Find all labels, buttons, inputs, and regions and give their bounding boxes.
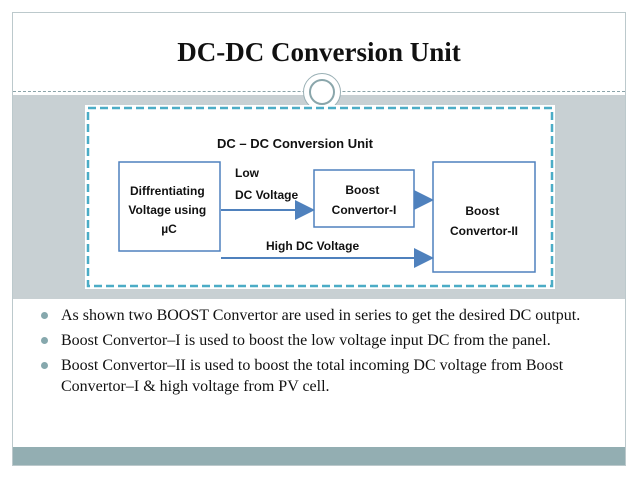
bullet-item: Boost Convertor–I is used to boost the l… xyxy=(35,330,615,351)
block-mid-line-2: Convertor-I xyxy=(332,203,397,217)
block-left-line-2: Voltage using xyxy=(128,203,206,217)
bullet-text: Boost Convertor–I is used to boost the l… xyxy=(61,332,551,349)
block-mid-line-1: Boost xyxy=(345,183,379,197)
block-differentiating xyxy=(118,161,221,252)
block-left-line-1: Diffrentiating xyxy=(130,184,205,198)
bullet-dot-icon xyxy=(41,362,48,369)
arrow-low-line-1: Low xyxy=(235,166,260,180)
arrow-low-line-2: DC Voltage xyxy=(235,188,298,202)
bullet-dot-icon xyxy=(41,312,48,319)
block-right-line-1: Boost xyxy=(465,204,499,218)
arrow-low-label: Low DC Voltage xyxy=(235,166,298,202)
block-diagram-svg: DC – DC Conversion Unit Diffrentiating V… xyxy=(86,106,554,288)
slide: DC-DC Conversion Unit DC – DC Conversion… xyxy=(12,12,626,466)
block-diagram: DC – DC Conversion Unit Diffrentiating V… xyxy=(85,105,555,289)
block-boost-1-label: Boost Convertor-I xyxy=(332,183,397,217)
bullet-item: Boost Convertor–II is used to boost the … xyxy=(35,355,615,397)
bullet-list: As shown two BOOST Convertor are used in… xyxy=(35,305,615,401)
block-boost-2 xyxy=(432,161,536,273)
block-right-line-2: Convertor-II xyxy=(450,224,518,238)
diagram-heading: DC – DC Conversion Unit xyxy=(217,136,374,151)
slide-title: DC-DC Conversion Unit xyxy=(177,37,461,67)
bullet-text: As shown two BOOST Convertor are used in… xyxy=(61,307,581,324)
bullet-dot-icon xyxy=(41,337,48,344)
diagram-frame xyxy=(86,106,554,288)
block-boost-1 xyxy=(313,169,415,228)
block-boost-2-label: Boost Convertor-II xyxy=(450,204,518,238)
block-left-line-3: µC xyxy=(161,222,177,236)
arrow-high-label: High DC Voltage xyxy=(266,239,359,253)
title-ornament-icon xyxy=(303,73,341,111)
ornament-inner-ring xyxy=(309,79,335,105)
bullet-text: Boost Convertor–II is used to boost the … xyxy=(61,357,564,395)
footer-band xyxy=(13,447,625,465)
block-differentiating-label: Diffrentiating Voltage using µC xyxy=(128,184,209,236)
bullet-item: As shown two BOOST Convertor are used in… xyxy=(35,305,615,326)
